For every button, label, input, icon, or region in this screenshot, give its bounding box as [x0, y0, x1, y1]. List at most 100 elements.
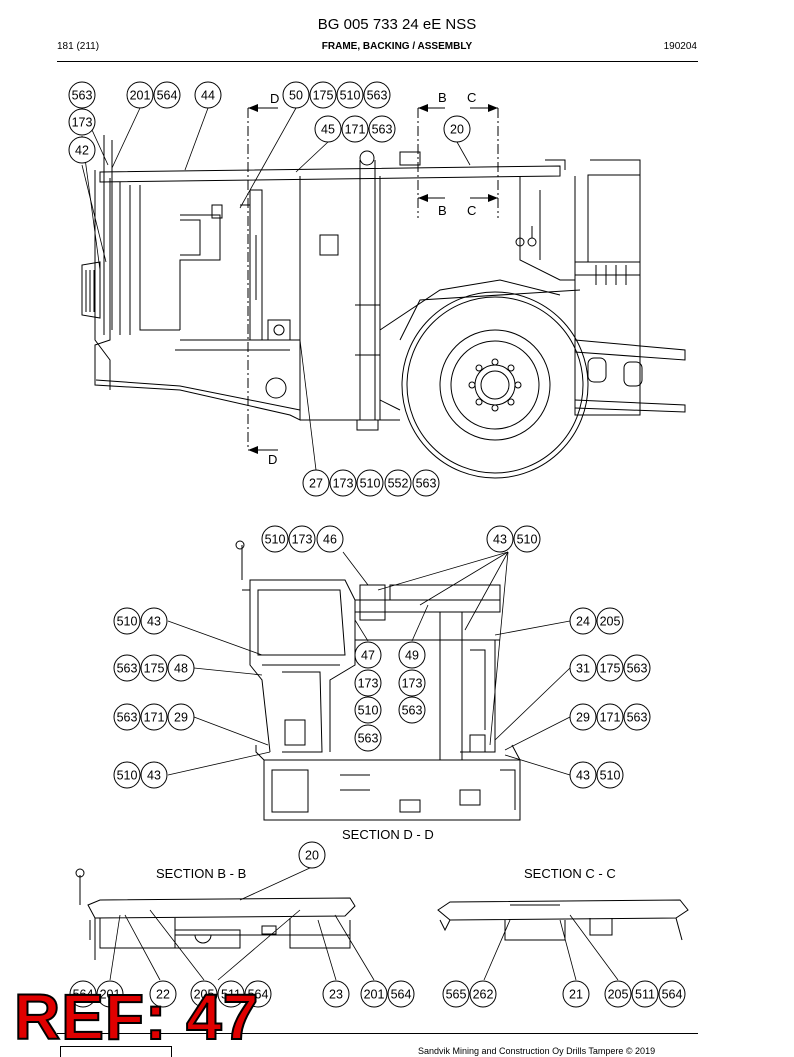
callout-v2-mid-5: 173 [398, 669, 426, 697]
callout-v1-8: 173 [68, 108, 96, 136]
svg-text:22: 22 [156, 988, 170, 1002]
section-c-label: SECTION C - C [524, 866, 616, 881]
callout-v3-12: 21 [562, 980, 590, 1008]
callout-v2-right-6: 171 [596, 703, 624, 731]
callout-v1-11: 171 [341, 115, 369, 143]
section-d-label: SECTION D - D [342, 827, 434, 842]
svg-text:173: 173 [72, 116, 93, 130]
svg-text:29: 29 [576, 711, 590, 725]
callout-v3-4: 205 [190, 980, 218, 1008]
svg-text:23: 23 [329, 988, 343, 1002]
callout-v3-11: 262 [469, 980, 497, 1008]
svg-text:171: 171 [144, 711, 165, 725]
callout-v2-right-3: 175 [596, 654, 624, 682]
callout-v3-3: 22 [149, 980, 177, 1008]
callout-v2-right-0: 24 [569, 607, 597, 635]
callout-v3-10: 565 [442, 980, 470, 1008]
svg-text:511: 511 [221, 988, 241, 1002]
svg-text:21: 21 [569, 988, 583, 1002]
svg-text:43: 43 [147, 615, 161, 629]
leader-lines-b [109, 866, 375, 981]
svg-text:563: 563 [358, 732, 379, 746]
svg-text:48: 48 [174, 662, 188, 676]
svg-text:563: 563 [117, 711, 138, 725]
svg-text:43: 43 [493, 533, 507, 547]
svg-text:564: 564 [662, 988, 683, 1002]
svg-text:563: 563 [72, 89, 93, 103]
callout-v2-top-4: 510 [513, 525, 541, 553]
callout-v2-right-1: 205 [596, 607, 624, 635]
callout-v1-2: 564 [153, 81, 181, 109]
svg-text:45: 45 [321, 123, 335, 137]
callout-v1-10: 45 [314, 115, 342, 143]
brand-logo [60, 1046, 172, 1057]
callout-v3-8: 201 [360, 980, 388, 1008]
svg-text:20: 20 [450, 123, 464, 137]
svg-text:175: 175 [600, 662, 621, 676]
callout-v1-bottom-1: 173 [329, 469, 357, 497]
callout-v1-5: 175 [309, 81, 337, 109]
callout-v2-mid-1: 173 [354, 669, 382, 697]
svg-text:563: 563 [627, 711, 648, 725]
svg-text:510: 510 [600, 769, 621, 783]
callout-v2-top-2: 46 [316, 525, 344, 553]
svg-text:24: 24 [576, 615, 590, 629]
callout-v1-bottom-4: 563 [412, 469, 440, 497]
svg-text:173: 173 [292, 533, 313, 547]
svg-text:510: 510 [340, 89, 361, 103]
section-marker-c-top: C [467, 90, 476, 105]
svg-text:201: 201 [364, 988, 385, 1002]
callout-v1-12: 563 [368, 115, 396, 143]
callout-v2-mid-3: 563 [354, 724, 382, 752]
svg-text:510: 510 [360, 477, 381, 491]
section-c-view [437, 899, 689, 941]
callout-v2-mid-2: 510 [354, 696, 382, 724]
callout-v1-0: 563 [68, 81, 96, 109]
svg-text:563: 563 [402, 704, 423, 718]
leader-lines-v1 [81, 107, 471, 471]
callout-v2-left-0: 510 [113, 607, 141, 635]
callout-v1-1: 201 [126, 81, 154, 109]
section-arrows [248, 107, 498, 451]
svg-text:173: 173 [402, 677, 423, 691]
callout-v2-left-7: 29 [167, 703, 195, 731]
callout-v2-right-7: 563 [623, 703, 651, 731]
callout-v3-7: 23 [322, 980, 350, 1008]
svg-text:205: 205 [194, 988, 215, 1002]
document-subtitle: FRAME, BACKING / ASSEMBLY [321, 41, 473, 52]
svg-text:563: 563 [367, 89, 388, 103]
callout-v2-top-1: 173 [288, 525, 316, 553]
svg-text:563: 563 [372, 123, 393, 137]
callout-v1-9: 42 [68, 136, 96, 164]
svg-text:262: 262 [473, 988, 494, 1002]
leader-lines-c [483, 914, 619, 981]
svg-text:49: 49 [405, 649, 419, 663]
svg-text:29: 29 [174, 711, 188, 725]
copyright-footer: Sandvik Mining and Construction Oy Drill… [418, 1046, 656, 1056]
svg-text:171: 171 [345, 123, 366, 137]
svg-text:31: 31 [576, 662, 590, 676]
section-d-view [235, 540, 521, 821]
callout-v2-right-5: 29 [569, 703, 597, 731]
callout-v2-right-2: 31 [569, 654, 597, 682]
callout-v3-1: 564 [69, 980, 97, 1008]
callout-v2-mid-4: 49 [398, 641, 426, 669]
svg-text:563: 563 [627, 662, 648, 676]
callout-v1-bottom-0: 27 [302, 469, 330, 497]
svg-text:205: 205 [600, 615, 621, 629]
footer-rule [57, 1033, 698, 1034]
callout-v2-left-3: 175 [140, 654, 168, 682]
svg-text:205: 205 [608, 988, 629, 1002]
svg-text:201: 201 [130, 89, 151, 103]
callout-v1-4: 50 [282, 81, 310, 109]
section-marker-d-top: D [270, 91, 279, 106]
callout-v1-bottom-2: 510 [356, 469, 384, 497]
svg-text:43: 43 [576, 769, 590, 783]
svg-text:564: 564 [391, 988, 412, 1002]
callout-v3-9: 564 [387, 980, 415, 1008]
callout-v2-mid-6: 563 [398, 696, 426, 724]
leader-lines-v2 [167, 551, 571, 776]
callout-v2-left-1: 43 [140, 607, 168, 635]
callout-v2-top-0: 510 [261, 525, 289, 553]
